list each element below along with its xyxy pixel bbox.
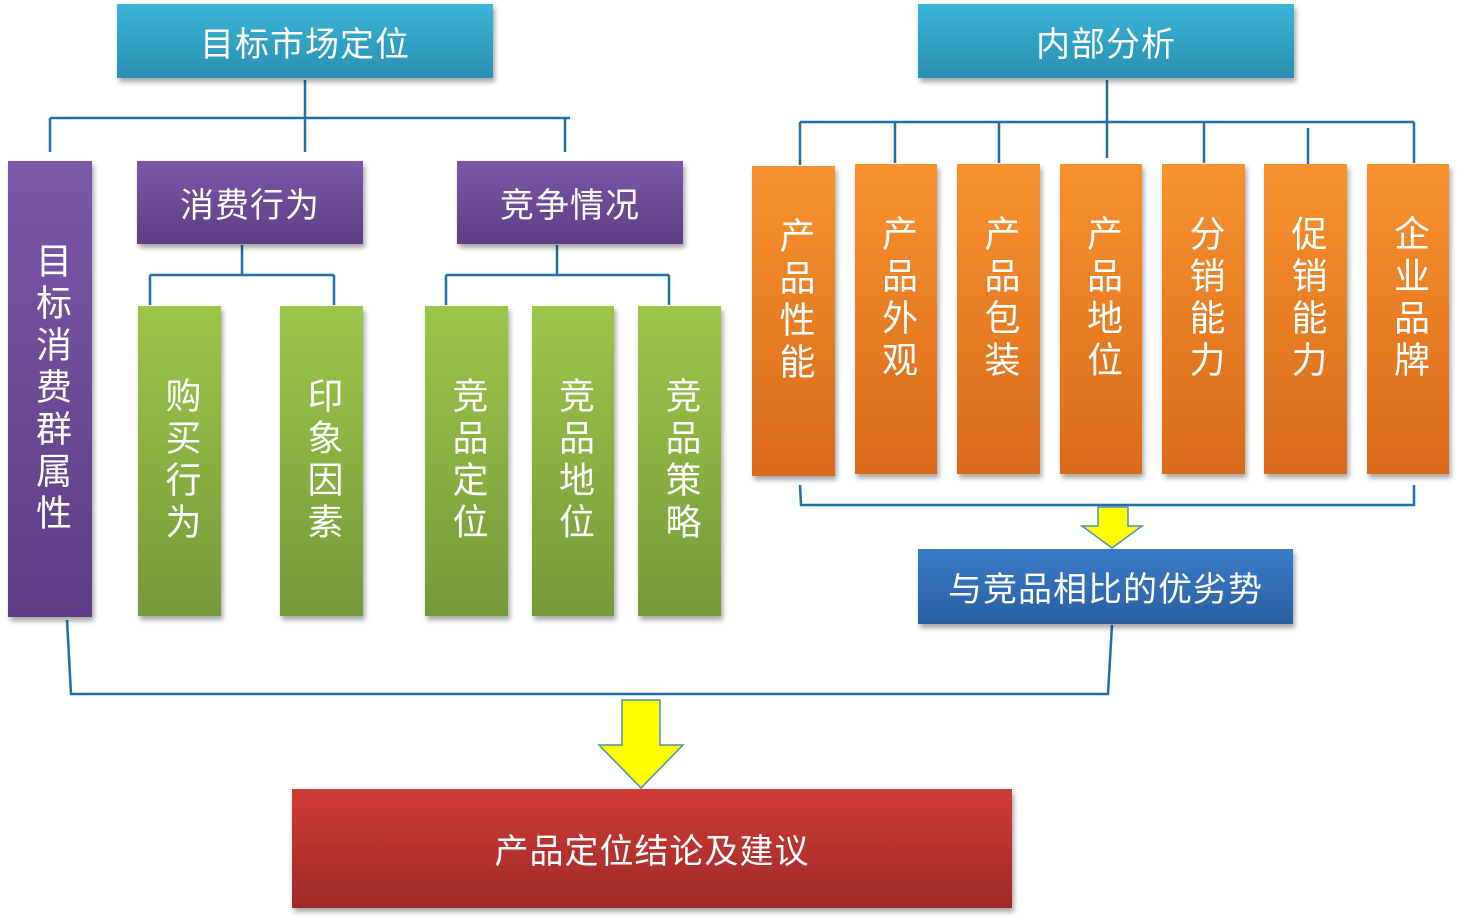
- leaf-label: 竞品策略: [659, 377, 701, 545]
- leaf-label: 分销能力: [1183, 215, 1225, 383]
- competition-box: 竞争情况: [457, 161, 683, 244]
- leaf-box-promotion-ability: 促销能力: [1264, 164, 1347, 474]
- consumer-behavior-box: 消费行为: [137, 161, 363, 244]
- leaf-box-purchase-behavior: 购买行为: [138, 306, 221, 616]
- internal-analysis-box: 内部分析: [918, 4, 1294, 78]
- target-group-label: 目标消费群属性: [30, 242, 71, 536]
- connector: [65, 619, 1114, 696]
- internal-analysis-label: 内部分析: [1036, 24, 1176, 65]
- leaf-label: 产品包装: [978, 215, 1020, 383]
- leaf-label: 促销能力: [1285, 215, 1327, 383]
- leaf-label: 产品地位: [1081, 215, 1122, 383]
- market-positioning-box: 目标市场定位: [117, 4, 493, 78]
- leaf-box-product-packaging: 产品包装: [957, 164, 1040, 474]
- down-arrow-icon: [597, 699, 685, 790]
- leaf-box-impression-factors: 印象因素: [280, 306, 363, 616]
- leaf-box-competitor-positioning: 竞品定位: [425, 306, 508, 616]
- leaf-box-product-status: 产品地位: [1060, 164, 1142, 474]
- target-group-box: 目标消费群属性: [8, 161, 92, 617]
- leaf-box-distribution-ability: 分销能力: [1162, 164, 1245, 474]
- competition-label: 竞争情况: [500, 186, 640, 226]
- leaf-label: 印象因素: [301, 377, 343, 545]
- leaf-box-competitor-strategy: 竞品策略: [638, 306, 721, 616]
- leaf-box-product-appearance: 产品外观: [855, 164, 937, 474]
- leaf-box-competitor-status: 竞品地位: [532, 306, 614, 616]
- down-arrow-icon: [1079, 506, 1145, 549]
- comparison-label: 与竞品相比的优劣势: [948, 570, 1263, 610]
- leaf-label: 竞品定位: [446, 377, 488, 545]
- conclusion-label: 产品定位结论及建议: [494, 832, 810, 872]
- leaf-label: 竞品地位: [553, 377, 594, 545]
- leaf-box-product-performance: 产品性能: [752, 166, 835, 476]
- leaf-label: 产品性能: [773, 217, 815, 385]
- leaf-box-corporate-brand: 企业品牌: [1367, 164, 1449, 474]
- market-positioning-label: 目标市场定位: [200, 24, 410, 65]
- conclusion-box: 产品定位结论及建议: [292, 789, 1012, 908]
- connector: [798, 484, 1416, 507]
- leaf-label: 产品外观: [876, 215, 917, 383]
- consumer-behavior-label: 消费行为: [180, 186, 320, 226]
- leaf-label: 购买行为: [159, 377, 201, 545]
- leaf-label: 企业品牌: [1388, 215, 1429, 383]
- comparison-box: 与竞品相比的优劣势: [918, 549, 1293, 624]
